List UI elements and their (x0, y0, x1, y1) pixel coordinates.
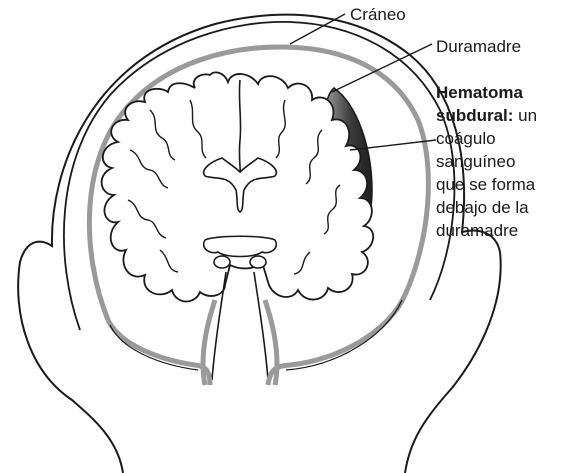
venous-sinus-borders (110, 300, 402, 370)
venous-sinuses (108, 295, 405, 385)
hematoma-desc-un: un (513, 106, 537, 125)
dura-label: Duramadre (436, 37, 521, 56)
hematoma-title-line2: subdural: un (436, 106, 537, 125)
hematoma-title: Hematoma (436, 83, 523, 102)
hematoma-desc-line5: debajo de la (436, 198, 529, 217)
hematoma-desc-line4: que se forma (436, 175, 536, 194)
hematoma-desc-line3: sanguíneo (436, 152, 515, 171)
skull-label: Cráneo (350, 5, 406, 24)
hematoma-desc-line2: coágulo (436, 129, 496, 148)
hematoma-desc-line6: duramadre (436, 221, 518, 240)
dura-leader-line (332, 44, 432, 92)
hematoma-title-subdural: subdural: (436, 106, 513, 125)
